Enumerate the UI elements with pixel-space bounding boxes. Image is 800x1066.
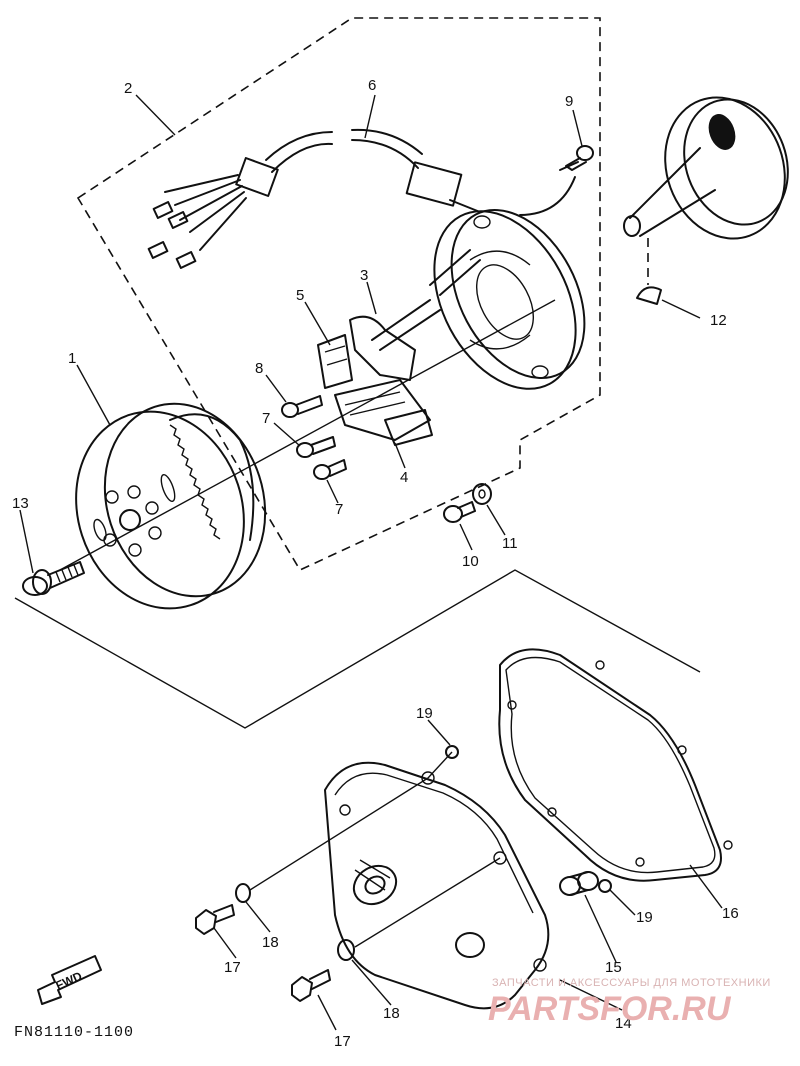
stator-plate (433, 208, 586, 390)
washer-18-upper (235, 883, 251, 903)
callout-8: 8 (255, 360, 263, 377)
callout-1: 1 (68, 350, 76, 367)
callout-14: 14 (615, 1015, 632, 1032)
fwd-arrow: FWD (37, 955, 102, 1005)
screw-9 (565, 145, 594, 171)
bolt-17-lower (291, 969, 331, 1002)
callout-12: 12 (710, 312, 727, 329)
callout-10: 10 (462, 553, 479, 570)
plug-guide (427, 751, 453, 779)
callout-18-upper: 18 (262, 934, 279, 951)
callout-5: 5 (296, 287, 304, 304)
callout-19-upper: 19 (416, 705, 433, 722)
watermark-brand: PARTSFOR.RU (488, 990, 732, 1028)
screw-7b (313, 459, 347, 480)
callout-7-upper: 7 (262, 410, 270, 427)
woodruff-key (636, 286, 662, 305)
callout-2: 2 (124, 80, 132, 97)
callout-16: 16 (722, 905, 739, 922)
wire-harness (147, 128, 481, 269)
watermark-tagline: ЗАПЧАСТИ И АКСЕССУАРЫ ДЛЯ МОТОТЕХНИКИ (492, 977, 771, 989)
crankshaft-end (623, 96, 789, 240)
washer-18-lower (337, 939, 355, 961)
assembly-axis (59, 299, 556, 571)
drawing-code: FN81110-1100 (14, 1024, 134, 1041)
callout-11: 11 (502, 535, 518, 552)
dowel-pin (559, 871, 599, 896)
gasket (498, 648, 733, 882)
callout-15: 15 (605, 959, 622, 976)
bolt-guide-upper (249, 777, 429, 891)
callout-17-upper: 17 (224, 959, 241, 976)
callout-13: 13 (12, 495, 29, 512)
plug-19-upper (445, 745, 459, 759)
coil-bracket (317, 334, 353, 389)
flywheel-rotor (75, 402, 267, 610)
flywheel-bolt (22, 561, 85, 596)
bolt-guide-lower (354, 857, 501, 948)
callout-17-lower: 17 (334, 1033, 351, 1050)
washer-11 (472, 483, 492, 505)
callout-7-lower: 7 (335, 501, 343, 518)
screw-8 (281, 395, 323, 418)
ground-terminal (559, 161, 579, 171)
callout-19-lower: 19 (636, 909, 653, 926)
ground-wire (519, 176, 576, 216)
callout-9: 9 (565, 93, 573, 110)
assembly-bracket (76, 17, 601, 572)
leader-lines (19, 94, 723, 1031)
callout-18-lower: 18 (383, 1005, 400, 1022)
charging-coil (334, 379, 433, 446)
generator-cover (324, 761, 550, 1010)
callout-6: 6 (368, 77, 376, 94)
flywheel-group-bracket (14, 569, 701, 729)
callout-3: 3 (360, 267, 368, 284)
bolt-10 (443, 501, 476, 523)
screw-7a (296, 436, 336, 458)
callout-4: 4 (400, 469, 408, 486)
plug-19-lower (598, 879, 612, 893)
pickup-coil (349, 249, 481, 381)
